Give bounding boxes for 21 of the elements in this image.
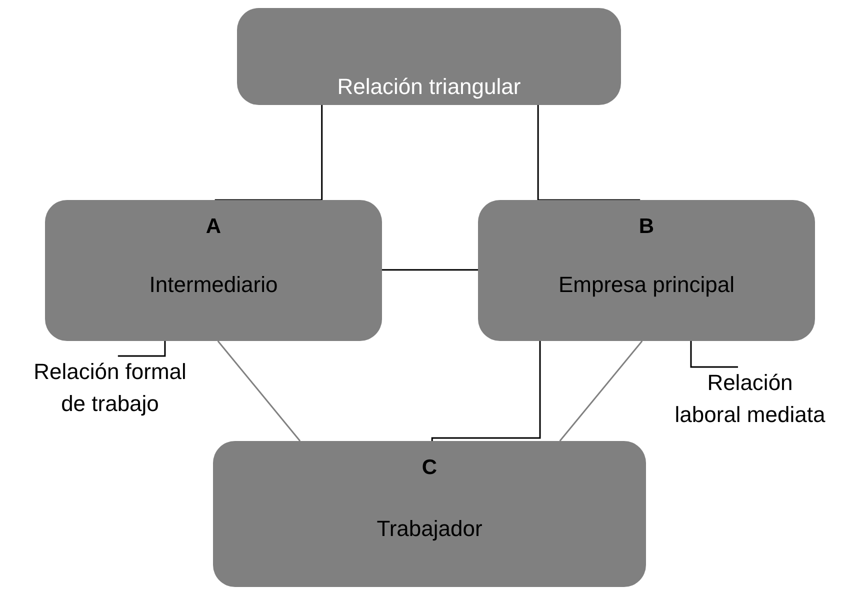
relation-label: Relación laboral mediata <box>674 369 826 429</box>
box-letter: C <box>420 455 438 481</box>
box-letter: A <box>204 214 222 240</box>
rounded-box <box>237 8 621 105</box>
rounded-box <box>478 200 815 341</box>
box-letter: B <box>638 214 656 240</box>
relation-label: Relación formal de trabajo <box>32 358 188 418</box>
connector-line <box>382 269 478 271</box>
rounded-box <box>213 441 646 587</box>
connector-line <box>217 340 301 442</box>
connector-line <box>537 105 640 201</box>
rounded-box <box>45 200 382 341</box>
box-label: Empresa principal <box>557 272 736 298</box>
leader-line <box>118 341 166 357</box>
connector-line <box>214 105 323 201</box>
connector-line <box>559 340 643 442</box>
leader-line <box>690 341 738 368</box>
box-label: Relación triangular <box>336 74 522 100</box>
box-label: Trabajador <box>376 516 484 542</box>
connector-line <box>431 341 541 441</box>
box-label: Intermediario <box>148 272 279 298</box>
